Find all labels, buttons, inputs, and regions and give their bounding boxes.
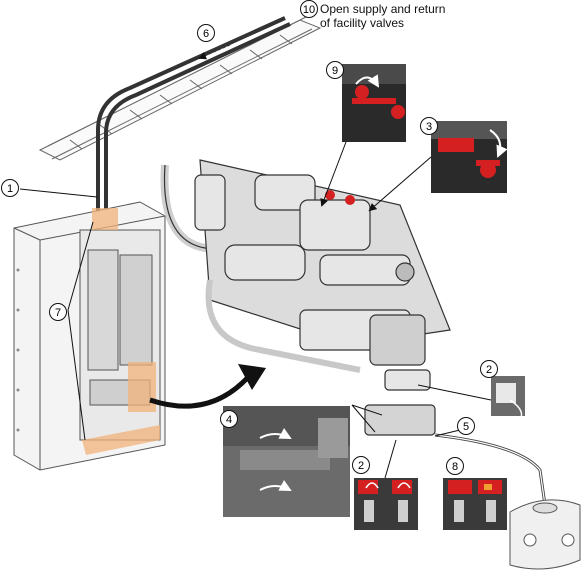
photo-inset-2-right	[491, 376, 525, 423]
callout-1-number: 1	[7, 183, 13, 195]
photo-inset-3	[431, 121, 508, 193]
zoom-arrow	[149, 373, 252, 409]
facility-pipes	[96, 16, 291, 215]
callout-4-number: 4	[226, 414, 232, 426]
callout-7-number: 7	[55, 307, 61, 319]
callout-10: 10	[300, 0, 318, 18]
drain-container	[509, 499, 581, 570]
highlight-regions	[82, 208, 160, 455]
callout-2-right: 2	[480, 360, 498, 378]
instruction-line-2: of facility valves	[320, 16, 405, 30]
callout-3-number: 3	[426, 121, 432, 133]
callout-1: 1	[1, 179, 19, 197]
instruction-line-1: Open supply and return	[320, 2, 446, 16]
dashed-direction-arrow	[198, 44, 231, 60]
callout-8: 8	[446, 457, 464, 475]
callout-6: 6	[197, 24, 215, 42]
photo-inset-8	[443, 478, 507, 530]
callout-2-right-number: 2	[486, 364, 492, 376]
photo-inset-9	[342, 64, 406, 142]
callout-2-bottom-number: 2	[358, 460, 364, 472]
callout-5-number: 5	[463, 421, 469, 433]
instruction-text: Open supply and return of facility valve…	[320, 2, 445, 30]
callout-2-bottom: 2	[352, 456, 370, 474]
callout-3: 3	[420, 117, 438, 135]
callout-6-number: 6	[203, 28, 209, 40]
callout-9: 9	[326, 61, 344, 79]
photo-inset-4	[223, 406, 350, 517]
callout-10-number: 10	[303, 4, 315, 16]
leader-lines	[19, 141, 492, 479]
cable-tray	[38, 15, 322, 161]
callout-4: 4	[220, 410, 238, 428]
photo-inset-2-bottom	[354, 478, 418, 530]
callout-5: 5	[457, 417, 475, 435]
callout-7: 7	[49, 303, 67, 321]
manifold-assembly	[160, 159, 451, 436]
callout-9-number: 9	[332, 65, 338, 77]
callout-8-number: 8	[452, 461, 458, 473]
